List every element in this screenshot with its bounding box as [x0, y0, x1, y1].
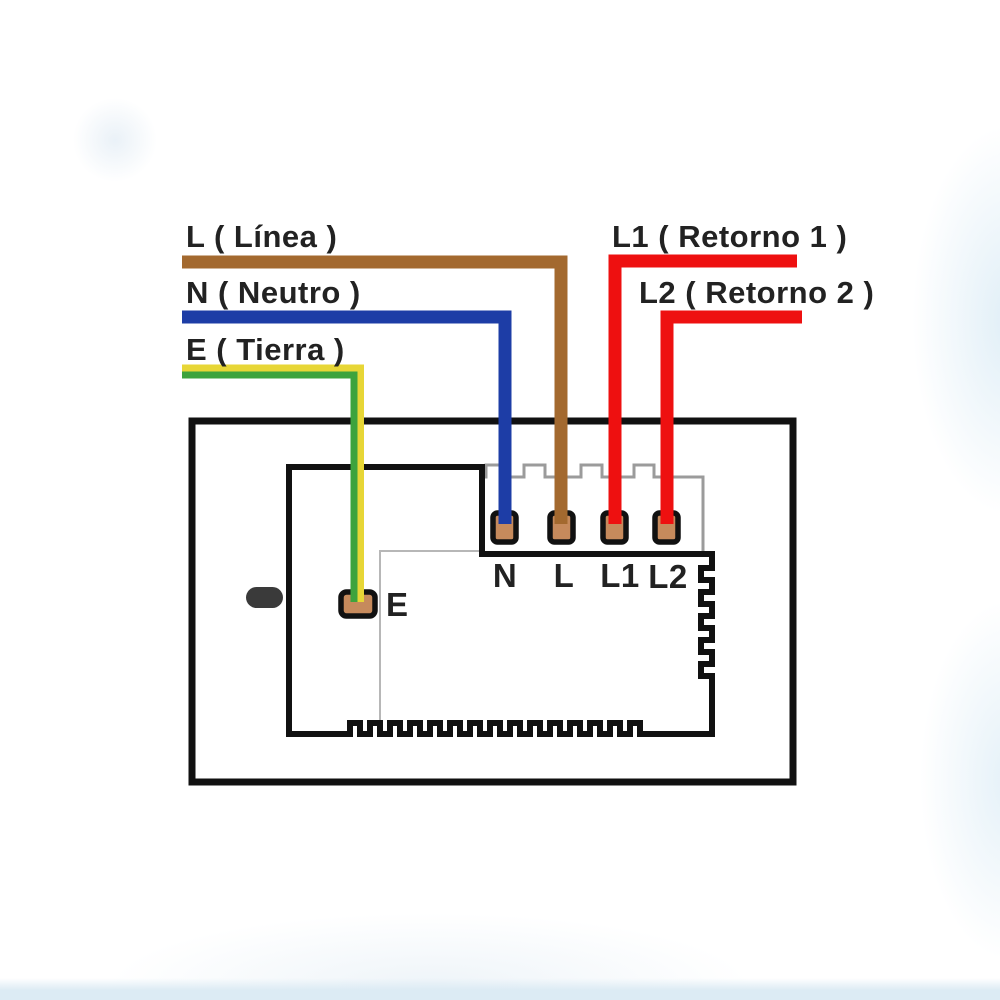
- return2-wire-red: [660, 310, 802, 524]
- device-enclosure-outline: [188, 417, 797, 786]
- led-indicator: [246, 587, 283, 608]
- return1-wire-label: L1 ( Retorno 1 ): [612, 219, 847, 254]
- line-wire-label: L ( Línea ): [186, 219, 337, 254]
- return2-wire-label: L2 ( Retorno 2 ): [639, 275, 874, 310]
- terminal-l1-label: L1: [600, 557, 640, 594]
- neutral-wire-label: N ( Neutro ): [186, 275, 361, 310]
- inner-mechanism-outline: [286, 464, 715, 737]
- module-outline-gray-lines: [379, 550, 482, 733]
- photo-bottom-band: [0, 978, 1000, 1000]
- neutral-wire-blue: [182, 310, 512, 524]
- return1-wire-red: [608, 254, 797, 524]
- terminal-e-label: E: [386, 586, 408, 623]
- terminal-n-label: N: [493, 557, 517, 594]
- terminal-l2-label: L2: [648, 558, 688, 595]
- line-wire-brown: [182, 255, 568, 524]
- terminal-l-label: L: [554, 557, 575, 594]
- earth-wire-label: E ( Tierra ): [186, 332, 345, 367]
- earth-wire-green-stripe: [182, 371, 358, 602]
- earth-wire-yellow-stripe: [182, 364, 364, 602]
